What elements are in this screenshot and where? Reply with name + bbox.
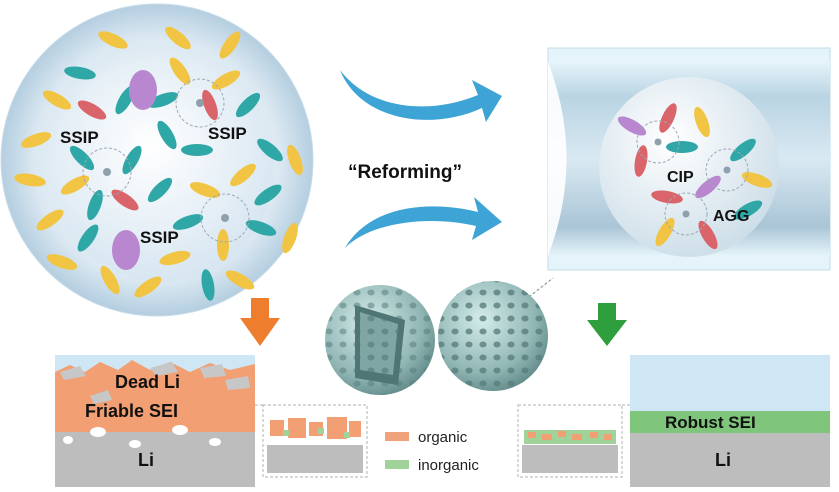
reforming-arrows — [340, 70, 502, 248]
robust-sei-panel: Robust SEI Li — [630, 355, 830, 487]
legend: organic inorganic — [385, 429, 479, 474]
ion-purple — [112, 230, 140, 270]
li-label: Li — [715, 450, 731, 470]
dead-li-label: Dead Li — [115, 372, 180, 392]
legend-label-organic: organic — [418, 429, 468, 446]
legend-swatch-inorganic — [385, 460, 409, 469]
arrow-down-orange — [240, 298, 280, 346]
ssip-label: SSIP — [140, 228, 179, 247]
left-electrolyte-sphere: SSIP SSIP SSIP — [0, 3, 314, 317]
robust-sei-label: Robust SEI — [665, 413, 756, 432]
legend-label-inorganic: inorganic — [418, 457, 479, 474]
li-voids — [63, 425, 221, 448]
arrow-down-green — [587, 303, 627, 346]
porous-sphere — [438, 281, 548, 391]
arrow-upper — [340, 70, 502, 122]
friable-sei-label: Friable SEI — [85, 401, 178, 421]
cip-label: CIP — [667, 169, 694, 186]
agg-label: AGG — [713, 208, 749, 225]
legend-swatch-organic — [385, 432, 409, 441]
solvation-shells — [82, 78, 250, 243]
arrow-lower — [345, 197, 502, 248]
inset-robust — [517, 404, 630, 478]
dead-li-particles — [60, 362, 250, 404]
friable-sei-panel: Dead Li Friable SEI Li — [55, 355, 255, 487]
solvation-sphere — [599, 77, 779, 257]
cluster-shells — [636, 120, 749, 236]
ssip-label: SSIP — [208, 124, 247, 143]
inset-friable — [255, 404, 368, 478]
cluster-molecules — [617, 103, 773, 250]
ssip-label: SSIP — [60, 128, 99, 147]
porous-sphere-cutaway — [325, 285, 435, 395]
li-label: Li — [138, 450, 154, 470]
reforming-label: “Reforming” — [348, 162, 462, 183]
right-channel: CIP AGG — [547, 47, 831, 271]
ion-purple — [129, 70, 157, 110]
